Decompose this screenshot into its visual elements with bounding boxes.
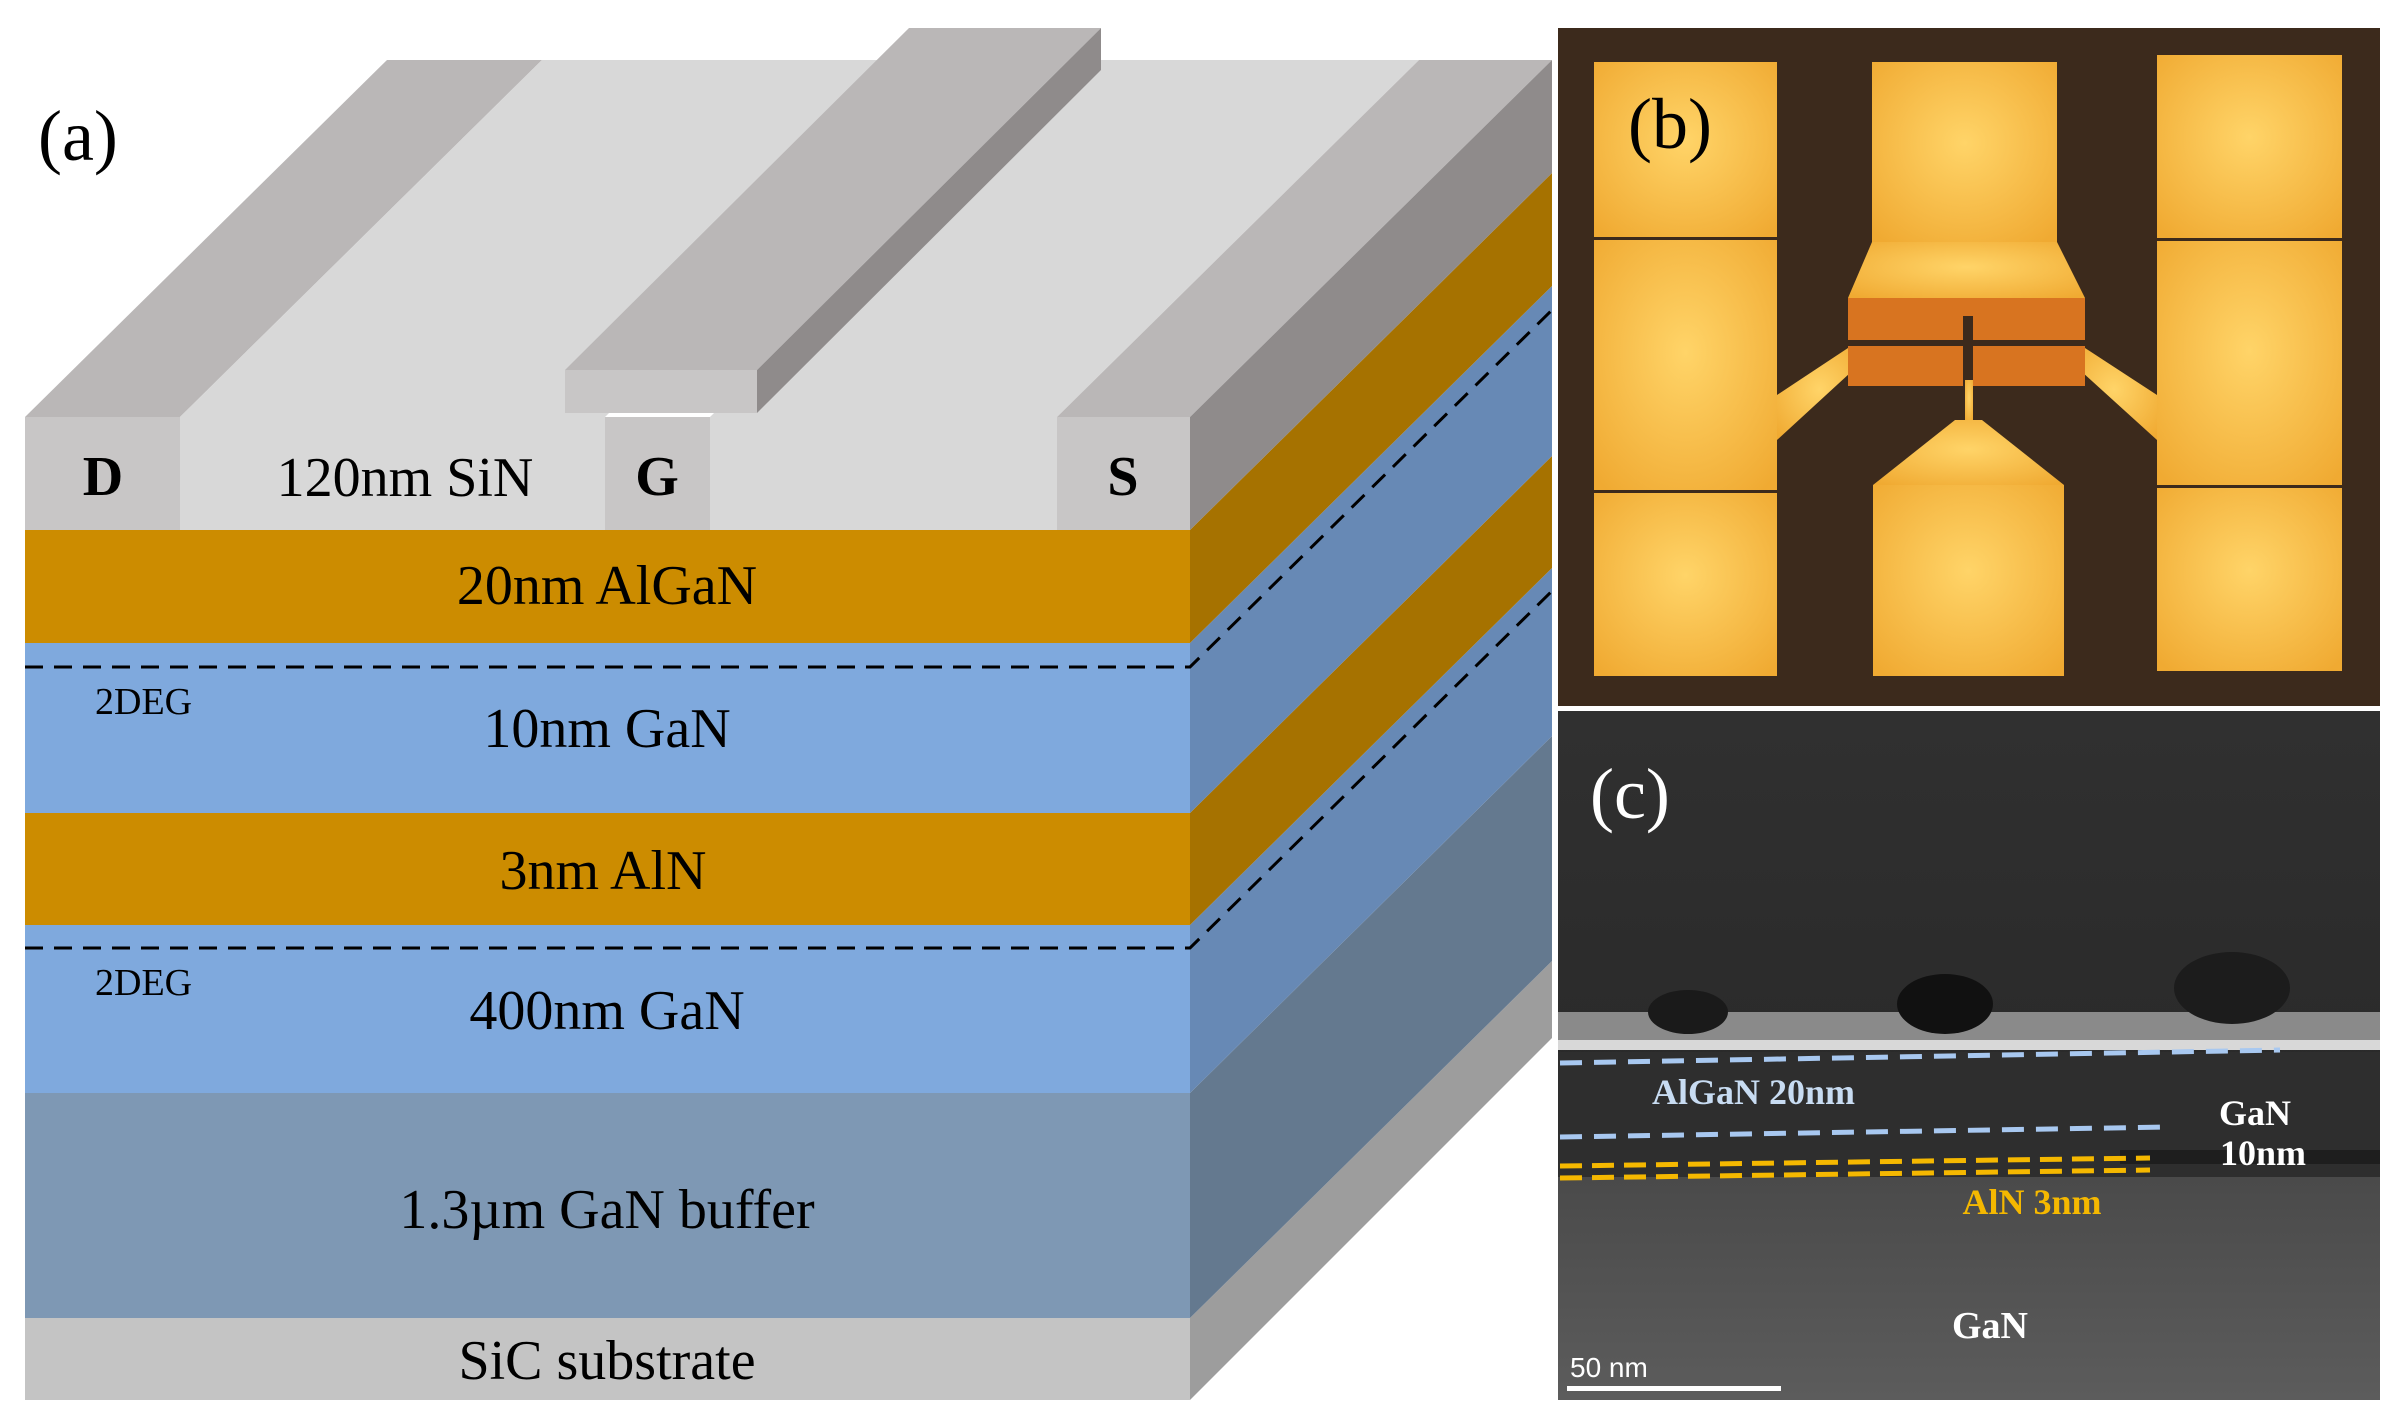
algan-side — [1190, 173, 1552, 643]
tem-bright-edge — [1558, 1040, 2380, 1050]
panel-c-tem-image: (c) AlGaN 20nm GaN 10nm AlN 3nm GaN 50 n… — [1558, 710, 2380, 1400]
right-pad-top — [2157, 55, 2342, 238]
gate-taper — [1873, 420, 2064, 485]
right-pad-bottom — [2157, 488, 2342, 671]
gate-finger — [1963, 316, 1973, 396]
drain-top — [25, 60, 542, 417]
aln-bottom-line — [1559, 1167, 2151, 1181]
algan-label: 20nm AlGaN — [457, 555, 757, 617]
sin-front-right — [710, 417, 1057, 530]
buffer-front — [25, 1093, 1190, 1318]
sin-top-right — [710, 60, 1419, 417]
left-pad-bottom — [1594, 493, 1777, 676]
gan-400-side — [1190, 568, 1552, 1093]
panel-a-device-schematic: (a) D 120nm SiN G S 20nm AlGaN 2DEG 10nm… — [25, 28, 1554, 1400]
panel-b-label: (b) — [1628, 84, 1712, 164]
aln-annotation: AlN 3nm — [1962, 1182, 2101, 1222]
drain-front — [25, 417, 180, 530]
source-label: S — [1107, 446, 1138, 508]
twodeg-upper-label: 2DEG — [95, 681, 192, 723]
gan-bulk-annotation: GaN — [1952, 1305, 2028, 1347]
twodeg-upper-line — [25, 308, 1554, 669]
buffer-side — [1190, 736, 1552, 1318]
gate-head-front — [565, 370, 757, 413]
panel-c-label: (c) — [1590, 754, 1670, 834]
left-pad-middle — [1594, 240, 1777, 490]
sin-front-left — [180, 417, 605, 530]
bottom-pad — [1873, 485, 2064, 676]
gan-400-front — [25, 925, 1190, 1093]
aln-label: 3nm AlN — [500, 840, 707, 902]
gan-thin-annotation-line2: 10nm — [2220, 1133, 2306, 1173]
panel-divider — [1558, 706, 2380, 711]
algan-annotation: AlGaN 20nm — [1652, 1072, 1855, 1112]
gate-label: G — [635, 446, 679, 508]
gate-stem-front — [605, 417, 710, 530]
gate-head-side — [757, 28, 1101, 413]
source-top — [1057, 60, 1552, 417]
algan-top-interface-line — [1559, 1047, 2281, 1066]
aln-side — [1190, 456, 1552, 925]
tem-channel-line — [2120, 1150, 2380, 1164]
right-pad-middle — [2157, 241, 2342, 485]
twodeg-lower-line — [25, 589, 1554, 950]
panel-a-label: (a) — [38, 96, 118, 176]
gate-head-top — [565, 28, 1101, 370]
gate-feed — [1965, 380, 1973, 420]
aln-top-line — [1559, 1155, 2151, 1169]
substrate-label: SiC substrate — [458, 1330, 755, 1392]
tem-particle-center — [1897, 974, 1993, 1034]
right-source-bridge — [2071, 348, 2157, 440]
drain-taper — [1848, 242, 2085, 298]
twodeg-lower-label: 2DEG — [95, 962, 192, 1004]
scale-bar — [1567, 1386, 1781, 1391]
gan-10-label: 10nm GaN — [483, 698, 730, 760]
scale-bar-label: 50 nm — [1570, 1352, 1648, 1383]
tem-particle-left — [1648, 990, 1728, 1034]
source-side — [1190, 60, 1552, 530]
gan-10-side — [1190, 286, 1552, 813]
sin-label: 120nm SiN — [277, 447, 534, 509]
top-pad — [1872, 62, 2057, 242]
sin-top-left — [180, 60, 967, 417]
algan-front — [25, 530, 1190, 643]
source-front — [1057, 417, 1190, 530]
gan-400-label: 400nm GaN — [469, 980, 744, 1042]
left-pad-top — [1594, 62, 1777, 237]
drain-label: D — [83, 446, 123, 508]
tem-lower-region — [1558, 1177, 2380, 1400]
substrate-front — [25, 1318, 1190, 1400]
left-source-bridge — [1777, 348, 1862, 440]
panel-b-micrograph: (b) — [1558, 28, 2380, 706]
tem-particle-right — [2174, 952, 2290, 1024]
buffer-label: 1.3µm GaN buffer — [399, 1179, 815, 1241]
aln-front — [25, 813, 1190, 925]
gan-thin-annotation-line1: GaN — [2219, 1093, 2291, 1133]
gan-10-front — [25, 643, 1190, 813]
substrate-side — [1190, 961, 1552, 1400]
